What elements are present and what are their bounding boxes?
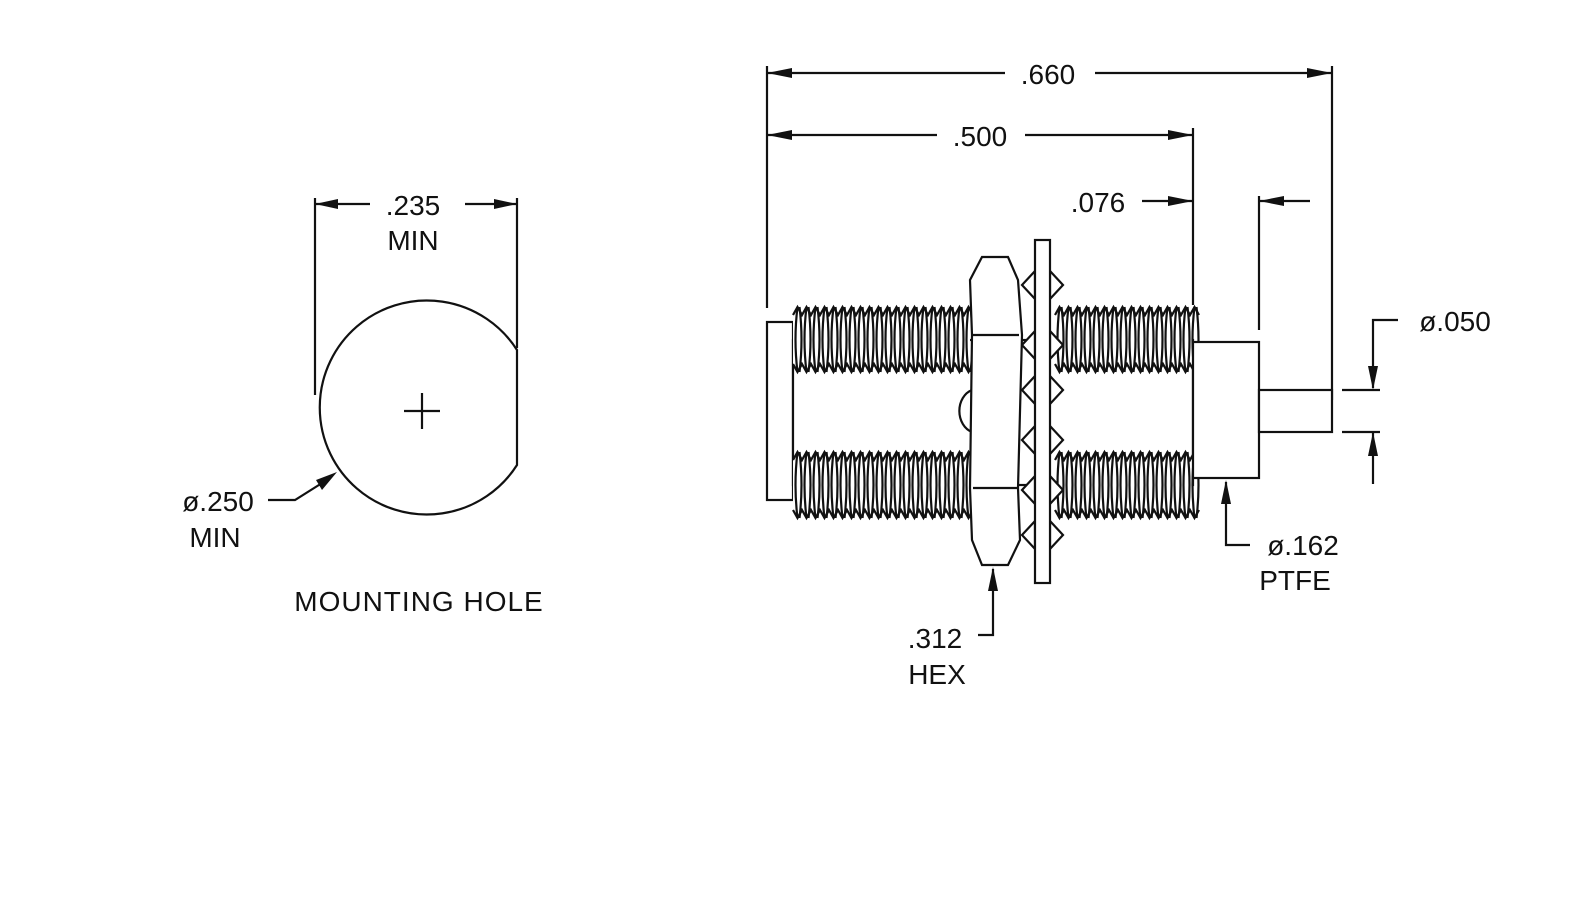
- body-arc: [958, 388, 973, 434]
- connector-view: .660 .500 .076 ø.050 ø.162 PTFE: [765, 59, 1491, 690]
- thread-profile: [792, 304, 974, 318]
- leader-line: [1224, 482, 1250, 547]
- leader-line: [268, 477, 331, 502]
- thread-profile: [1054, 507, 1200, 521]
- thread-profile: [1054, 304, 1200, 318]
- thread-profile: [792, 507, 974, 521]
- washer-tooth: [1020, 268, 1037, 302]
- arrow-icon: [315, 199, 338, 209]
- washer-tooth: [1048, 518, 1065, 552]
- pin-diameter-dim: ø.050: [1419, 306, 1491, 337]
- washer-tooth: [1048, 268, 1065, 302]
- dielectric-diameter-dim: ø.162: [1267, 530, 1339, 561]
- body-length-dim: .500: [953, 121, 1008, 152]
- thread-profile: [1054, 449, 1200, 463]
- mounting-hole-view: .235 MIN ø.250 MIN MOUNTING HOLE: [182, 190, 543, 617]
- hole-diameter-note: MIN: [189, 522, 240, 553]
- hole-diameter-dim: ø.250: [182, 486, 254, 517]
- hex-note: HEX: [908, 659, 966, 690]
- mounting-hole-title: MOUNTING HOLE: [294, 586, 543, 617]
- leader-line: [1371, 318, 1398, 388]
- arrow-icon: [1368, 366, 1378, 390]
- thread-profile: [1054, 361, 1200, 375]
- panel-washer: [1033, 238, 1052, 585]
- washer-tooth: [1020, 518, 1037, 552]
- center-pin: [1257, 388, 1334, 434]
- overall-length-dim: .660: [1021, 59, 1076, 90]
- ptfe-dielectric: [1191, 340, 1261, 480]
- hole-width-dim: .235: [386, 190, 441, 221]
- arrow-icon: [1168, 196, 1193, 206]
- arrow-icon: [1221, 480, 1231, 504]
- dielectric-material: PTFE: [1259, 565, 1331, 596]
- arrow-icon: [1259, 196, 1284, 206]
- arrow-icon: [494, 199, 517, 209]
- arrow-icon: [767, 68, 792, 78]
- pin-extension-dim: .076: [1071, 187, 1126, 218]
- arrow-icon: [316, 472, 337, 490]
- hex-size-dim: .312: [908, 623, 963, 654]
- arrow-icon: [1368, 432, 1378, 456]
- arrow-icon: [1168, 130, 1193, 140]
- rear-flange: [765, 320, 795, 502]
- lockwasher-teeth: [1020, 268, 1065, 552]
- thread-pattern: [792, 304, 1200, 521]
- arrow-icon: [767, 130, 792, 140]
- thread-profile: [792, 449, 974, 463]
- hole-width-note: MIN: [387, 225, 438, 256]
- arrow-icon: [988, 567, 998, 591]
- d-hole-outline: [318, 299, 519, 516]
- thread-profile: [792, 361, 974, 375]
- hex-nut: [968, 255, 1024, 567]
- arrow-icon: [1307, 68, 1332, 78]
